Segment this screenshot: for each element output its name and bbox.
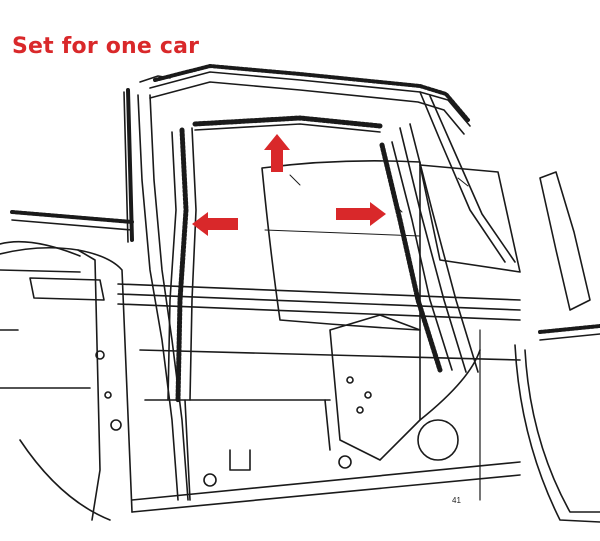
belt-rail	[10, 210, 521, 321]
rear-window-channel	[379, 123, 479, 373]
caption-title: Set for one car	[12, 34, 200, 59]
arrow-up-icon	[264, 134, 290, 172]
rear-trim	[514, 171, 600, 523]
callout-arrows	[192, 134, 386, 236]
arrow-right-icon	[336, 202, 386, 226]
window-regulator	[329, 314, 481, 501]
front-window-channel	[167, 127, 197, 403]
upper-window-seal	[192, 115, 383, 133]
page-number: 41	[452, 496, 461, 505]
lower-brackets	[184, 399, 352, 501]
quarter-glass	[419, 164, 521, 273]
arrow-left-icon	[192, 212, 238, 236]
roof-weatherstrip	[153, 64, 470, 122]
door-edge	[0, 240, 81, 257]
door-panel	[0, 246, 521, 521]
